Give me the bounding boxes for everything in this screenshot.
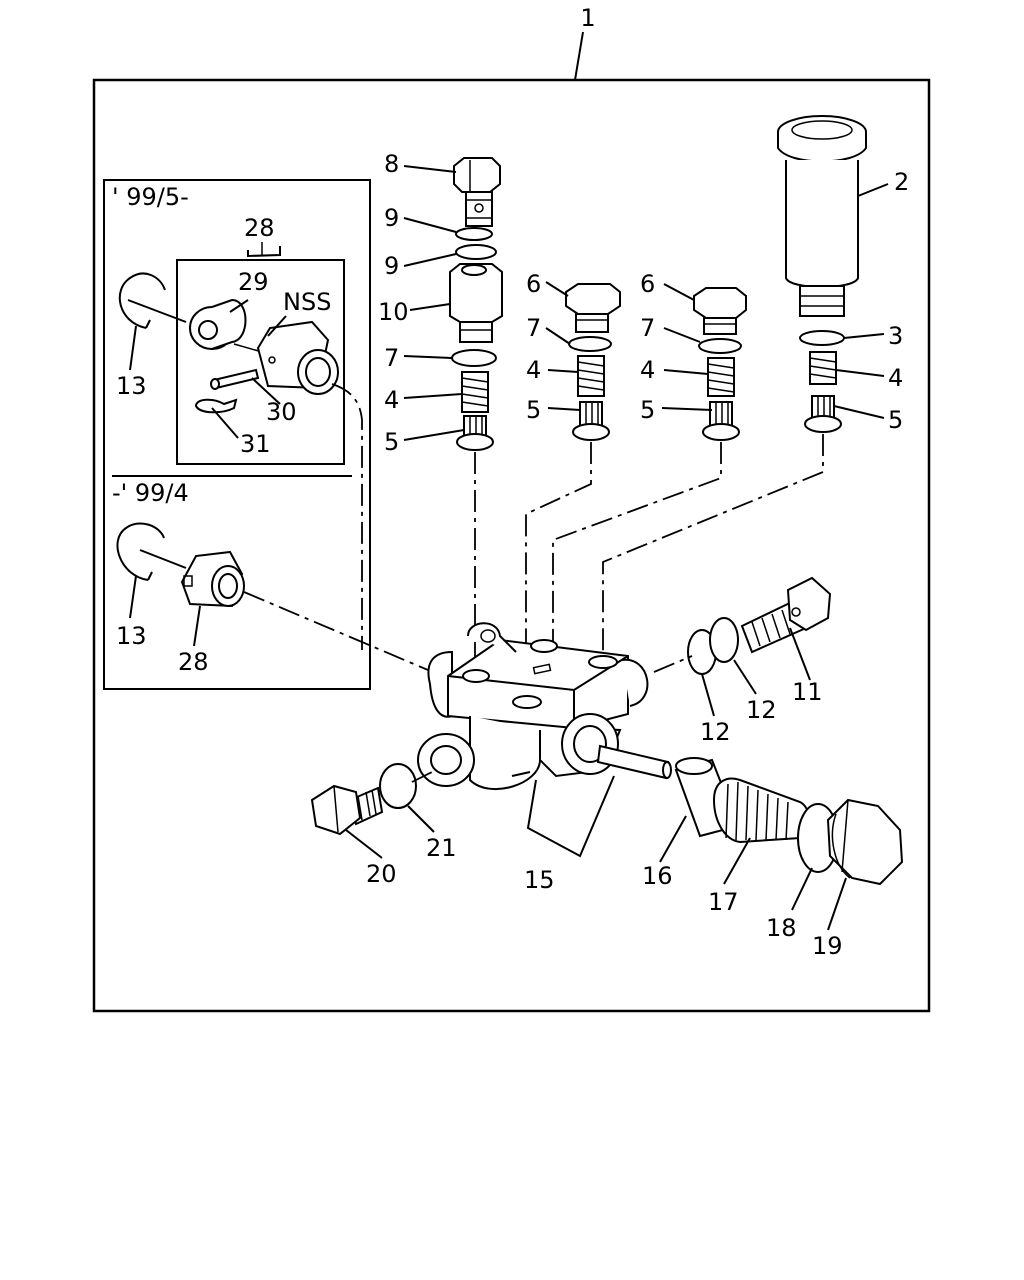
spring-4-a	[461, 371, 489, 413]
label-30: 30	[266, 398, 297, 426]
label-assembly: 1	[580, 4, 595, 32]
priming-pump-2	[777, 115, 867, 317]
washer-9-upper	[455, 227, 493, 241]
label-28-upper: 28	[244, 214, 275, 242]
valve-5-c	[702, 401, 740, 441]
label-21: 21	[426, 834, 457, 862]
label-12-b: 12	[746, 696, 777, 724]
inset-lower-date: -' 99/4	[112, 479, 189, 507]
fitting-10	[449, 263, 503, 343]
label-2: 2	[894, 168, 909, 196]
label-7-c: 7	[640, 314, 655, 342]
label-11: 11	[792, 678, 823, 706]
nss-label: NSS	[283, 288, 331, 316]
label-15: 15	[524, 866, 555, 894]
label-5-d: 5	[888, 406, 903, 434]
cap-28-upper	[256, 320, 339, 395]
inset-panel: ' 99/5- -' 99/4 NSS	[103, 179, 371, 690]
plug-6-a	[565, 283, 621, 333]
snap-ring-upper	[118, 272, 187, 329]
label-5-a: 5	[384, 428, 399, 456]
label-10: 10	[378, 298, 409, 326]
label-31: 31	[240, 430, 271, 458]
label-9-b: 9	[384, 252, 399, 280]
spring-4-c	[707, 357, 735, 397]
banjo-bolt-8	[453, 157, 501, 227]
washer-12-b	[709, 617, 739, 663]
valve-5-a	[456, 415, 494, 451]
label-7-b: 7	[526, 314, 541, 342]
spring-4-b	[577, 355, 605, 397]
leader-lines	[129, 165, 889, 931]
pin-30	[210, 368, 260, 390]
valve-5-b	[572, 401, 610, 441]
valve-5-d	[804, 395, 842, 433]
label-20: 20	[366, 860, 397, 888]
label-13-lower: 13	[116, 622, 147, 650]
diagram-frame	[92, 78, 931, 1013]
label-17: 17	[708, 888, 739, 916]
label-7-a: 7	[384, 344, 399, 372]
label-9-a: 9	[384, 204, 399, 232]
label-19: 19	[812, 932, 843, 960]
cap-28-lower	[180, 550, 245, 608]
label-4-c: 4	[640, 356, 655, 384]
plug-6-b	[693, 287, 747, 335]
washer-9-lower	[455, 244, 497, 260]
label-8: 8	[384, 150, 399, 178]
label-12-a: 12	[700, 718, 731, 746]
inset-upper-date: ' 99/5-	[112, 183, 189, 211]
label-16: 16	[642, 862, 673, 890]
label-4-d: 4	[888, 364, 903, 392]
label-13-upper: 13	[116, 372, 147, 400]
label-3: 3	[888, 322, 903, 350]
o-ring-7-a	[451, 349, 497, 367]
washer-21	[379, 763, 417, 809]
pump-body-15	[417, 622, 672, 790]
clip-31	[194, 398, 238, 414]
label-5-b: 5	[526, 396, 541, 424]
label-5-c: 5	[640, 396, 655, 424]
label-6-a: 6	[526, 270, 541, 298]
label-28-lower: 28	[178, 648, 209, 676]
label-4-a: 4	[384, 386, 399, 414]
plug-bolt-20	[310, 784, 384, 836]
snap-ring-lower	[116, 522, 187, 581]
label-18: 18	[766, 914, 797, 942]
o-ring-7-c	[698, 338, 742, 354]
spring-4-d	[809, 351, 837, 385]
cap-nut-19	[826, 798, 904, 886]
spring-17	[712, 777, 810, 844]
label-4-b: 4	[526, 356, 541, 384]
bushing-29	[189, 298, 263, 353]
label-6-b: 6	[640, 270, 655, 298]
o-ring-7-b	[568, 336, 612, 352]
label-29: 29	[238, 268, 269, 296]
banjo-bolt-11	[740, 576, 832, 654]
o-ring-3	[799, 330, 845, 346]
